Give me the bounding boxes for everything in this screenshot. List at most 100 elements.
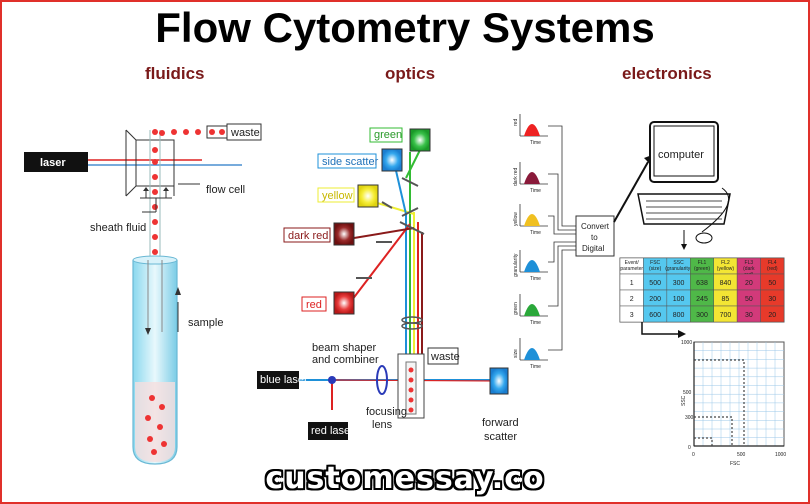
section-optics: optics	[385, 64, 436, 83]
forward-scatter-label-2: scatter	[484, 431, 517, 443]
svg-text:yellow: yellow	[513, 212, 519, 226]
svg-text:Digital: Digital	[582, 244, 604, 253]
table-cell-text: 20	[745, 280, 753, 287]
table-cell-text: 500	[649, 280, 661, 287]
electronics-panel: red Time dark red Time yellow Time granu…	[513, 114, 786, 467]
optics-panel: green side scatter yellow dark red red	[257, 127, 519, 443]
red-laser	[308, 422, 348, 440]
plot-ylabel: SSC	[681, 395, 687, 406]
red-laser-label: red laser	[311, 425, 354, 437]
sample-label: sample	[188, 317, 223, 329]
table-cell-text: 30	[745, 312, 753, 319]
computer-icon: computer	[637, 121, 731, 250]
side-scatter-label: side scatter	[322, 156, 379, 168]
svg-text:Time: Time	[530, 276, 541, 282]
sheath-fluid-label: sheath fluid	[90, 222, 146, 234]
svg-text:size: size	[513, 349, 519, 358]
svg-text:dark red: dark red	[513, 167, 519, 186]
svg-text:Time: Time	[530, 188, 541, 194]
section-fluidics: fluidics	[145, 64, 205, 83]
table-header-text: FL2	[721, 260, 730, 266]
table-cell	[760, 305, 785, 323]
plot-ytick-500: 500	[683, 390, 692, 396]
dark-red-label: dark red	[288, 230, 328, 242]
table-cell-text: 1	[630, 280, 634, 287]
optics-waste-label: waste	[430, 351, 460, 363]
green-detector	[409, 128, 431, 152]
convert-to-digital-box	[575, 215, 615, 257]
table-header-text: FSC	[650, 260, 660, 266]
fluidics-panel: laser waste	[24, 123, 262, 465]
table-header-text: (granularity)	[665, 266, 692, 272]
table-cell-text: 638	[696, 280, 708, 287]
table-header-text: (green)	[694, 266, 710, 272]
laser-source	[24, 152, 88, 172]
plot-ytick-1000: 1000	[681, 340, 692, 346]
signal-yellow: yellow Time	[513, 204, 548, 236]
plot-ytick-0: 0	[688, 445, 691, 451]
red-detector	[333, 291, 355, 315]
table-cell-text: 50	[768, 280, 776, 287]
table-header-text: FL3	[745, 260, 754, 266]
forward-scatter-detector	[489, 367, 509, 395]
svg-text:Time: Time	[530, 320, 541, 326]
table-header-text: FL1	[698, 260, 707, 266]
blue-laser	[257, 371, 299, 389]
table-cell-text: 700	[720, 312, 732, 319]
footer-watermark: customessay.co	[265, 461, 545, 496]
side-scatter-detector	[381, 148, 403, 172]
table-header-text: (dark	[743, 266, 755, 272]
focusing-label-1: focusing	[366, 406, 407, 418]
waste-box	[226, 123, 262, 141]
plot-ytick-300: 300	[685, 415, 694, 421]
focusing-label-2: lens	[372, 419, 393, 431]
svg-text:green: green	[513, 302, 519, 315]
plot-xtick-1000: 1000	[775, 452, 786, 458]
table-header-text: SSC	[673, 260, 684, 266]
table-cell-text: 245	[696, 296, 708, 303]
plot-xtick-0: 0	[692, 452, 695, 458]
table-cell-text: 800	[673, 312, 685, 319]
svg-text:to: to	[591, 233, 598, 242]
svg-text:Time: Time	[530, 364, 541, 370]
diagram-title: Flow Cytometry Systems	[155, 4, 655, 51]
table-cell-text: 50	[745, 296, 753, 303]
svg-text:Time: Time	[530, 230, 541, 236]
table-header-text: (yellow)	[717, 266, 735, 272]
flow-cell-label: flow cell	[206, 184, 245, 196]
svg-text:computer: computer	[658, 149, 704, 161]
flow-cell	[135, 139, 175, 187]
plot-xtick-500: 500	[737, 452, 746, 458]
signal-size: size Time	[513, 338, 548, 370]
plot-xlabel: FSC	[730, 461, 740, 467]
table-header-text: Event/	[625, 260, 640, 266]
green-label: green	[374, 129, 402, 141]
table-cell-text: 600	[649, 312, 661, 319]
table-cell-text: 300	[673, 280, 685, 287]
blue-laser-label: blue laser	[260, 374, 308, 386]
focusing-lens	[376, 365, 388, 395]
table-cell-text: 840	[720, 280, 732, 287]
laser-label: laser	[40, 157, 66, 169]
forward-scatter-label-1: forward	[482, 417, 519, 429]
svg-text:granularity: granularity	[513, 253, 519, 277]
table-cell-text: 200	[649, 296, 661, 303]
red-label: red	[306, 299, 322, 311]
signal-dark-red: dark red Time	[513, 162, 548, 194]
table-cell-text: 3	[630, 312, 634, 319]
section-electronics: electronics	[622, 64, 712, 83]
waste-label: waste	[230, 127, 260, 139]
signal-granularity: granularity Time	[513, 250, 548, 282]
svg-text:red: red	[513, 119, 519, 126]
signal-red: red Time	[513, 114, 548, 146]
yellow-detector	[357, 184, 379, 208]
signal-green: green Time	[513, 294, 548, 326]
beam-shaper-label-1: beam shaper	[312, 342, 377, 354]
table-header-text: (red)	[767, 266, 778, 272]
table-cell-text: 100	[673, 296, 685, 303]
svg-text:Time: Time	[530, 140, 541, 146]
beam-shaper-label-2: and combiner	[312, 354, 379, 366]
table-header-text: FL4	[768, 260, 777, 266]
